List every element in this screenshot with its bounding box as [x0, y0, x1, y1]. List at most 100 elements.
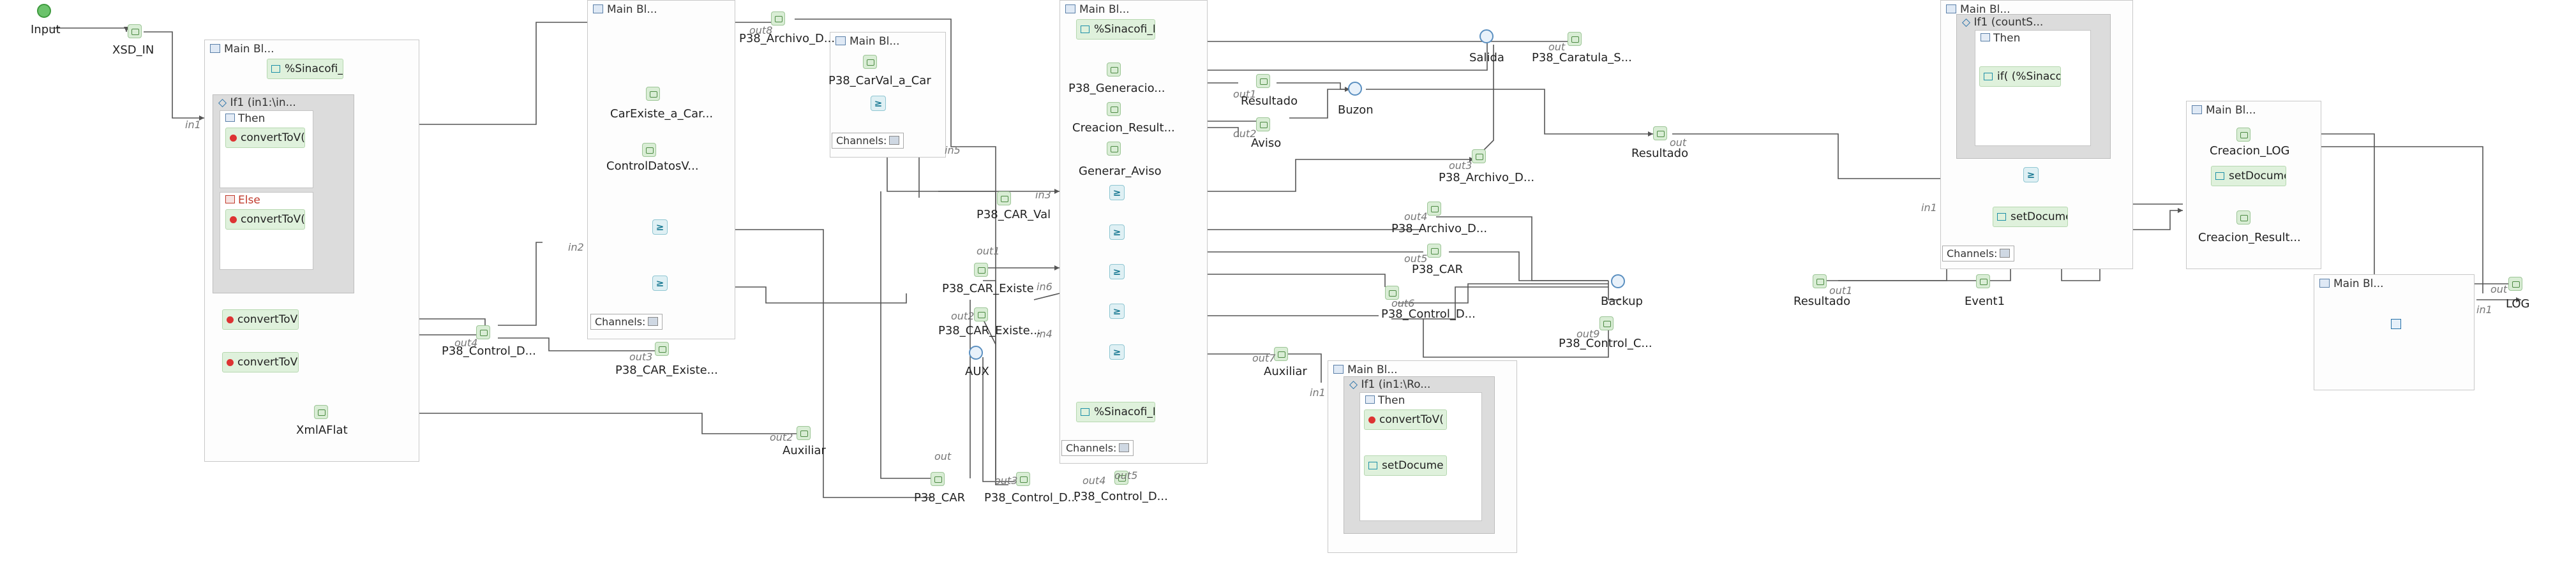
control-datos-v-node[interactable]	[642, 143, 656, 157]
log-label: LOG	[2506, 297, 2530, 311]
terminal-out-b: out	[934, 450, 952, 462]
convert-step-main5[interactable]: convertToV(	[1364, 409, 1447, 430]
convert-step-then-main1[interactable]: convertToV(	[225, 128, 305, 148]
sinacofi-step-main1[interactable]: %Sinacofi_F	[267, 59, 343, 79]
buzon-node[interactable]	[1348, 82, 1362, 96]
car-existe-a-car-node[interactable]	[646, 87, 660, 101]
channels-main4[interactable]: Channels:	[1061, 440, 1134, 456]
p38-control-d-3-label: P38_Control_D...	[1074, 490, 1168, 503]
xsd-in-label: XSD_IN	[112, 43, 154, 57]
p38-control-d-4-node[interactable]	[1385, 286, 1399, 300]
p38-car-1-node[interactable]	[931, 472, 945, 486]
channels-main2[interactable]: Channels:	[590, 314, 663, 330]
main-block-1-title: Main Bl...	[210, 43, 274, 55]
auxiliar-1-node[interactable]	[797, 426, 811, 440]
terminal-out5-b: out5	[1404, 253, 1428, 265]
decision-icon-5[interactable]: ≥	[1109, 225, 1125, 240]
creacion-result-2-node[interactable]	[2236, 210, 2250, 225]
p38-car-val-label: P38_CAR_Val	[977, 208, 1051, 221]
auxiliar-2-node[interactable]	[1274, 347, 1288, 361]
p38-archivo-d-2-node[interactable]	[1472, 149, 1486, 163]
terminal-in1-a: in1	[185, 119, 201, 131]
if-step-main6[interactable]: if( (%Sinaco	[1979, 66, 2061, 87]
xml-icon-main8[interactable]	[2391, 319, 2401, 329]
then-label-main6: Then	[1981, 32, 2020, 45]
p38-archivo-d-1-node[interactable]	[771, 11, 785, 26]
channels-main3[interactable]: Channels:	[832, 133, 904, 149]
xml-a-flat-node[interactable]	[314, 405, 328, 419]
p38-car-val-a-car-node[interactable]	[863, 55, 877, 69]
convert-step-4-main1[interactable]: convertToV(	[222, 352, 299, 372]
p38-control-c-label: P38_Control_C...	[1559, 337, 1652, 350]
p38-control-d-1-node[interactable]	[476, 325, 490, 339]
p38-car-1-label: P38_CAR	[914, 491, 966, 504]
p38-control-c-node[interactable]	[1599, 316, 1614, 330]
then-branch-main6[interactable]: Then if( (%Sinaco	[1975, 30, 2091, 146]
p38-archivo-d-2-label: P38_Archivo_D...	[1439, 171, 1535, 184]
terminal-out3-b: out3	[994, 475, 1018, 487]
p38-caratula-s-label: P38_Caratula_S...	[1532, 51, 1632, 64]
if-block-main5[interactable]: ◇ If1 (in1:\Ro... Then convertToV( setDo…	[1344, 376, 1495, 534]
p38-car-existe-2-label: P38_CAR_Existe	[942, 282, 1034, 295]
p38-caratula-s-node[interactable]	[1568, 32, 1582, 46]
then-branch-main5[interactable]: Then convertToV( setDocume	[1359, 392, 1482, 521]
p38-car-existe-3-node[interactable]	[974, 307, 988, 321]
convert-step-else-main1[interactable]: convertToV(	[225, 209, 305, 230]
else-branch-main1[interactable]: Else convertToV(	[220, 192, 313, 270]
set-docume-step-main5[interactable]: setDocume	[1364, 455, 1447, 476]
main-block-6-title: Main Bl...	[1946, 3, 2011, 16]
if-block-main1[interactable]: ◇ If1 (in1:\in... Then convertToV( Else …	[213, 94, 354, 293]
decision-icon-9[interactable]: ≥	[2023, 167, 2039, 182]
sinacofi-step-bottom-main4[interactable]: %Sinacofi_F	[1076, 402, 1155, 422]
p38-control-d-3-node[interactable]	[1114, 471, 1128, 485]
aviso-node[interactable]	[1256, 117, 1270, 131]
terminal-in1-b: in1	[1310, 387, 1326, 399]
terminal-out2-c: out2	[1233, 128, 1257, 140]
p38-car-val-node[interactable]	[997, 191, 1011, 205]
main-block-4[interactable]: Main Bl...	[1060, 0, 1208, 464]
p38-control-d-4-label: P38_Control_D...	[1381, 307, 1476, 321]
terminal-out6: out6	[1391, 297, 1415, 309]
xsd-in-node[interactable]	[128, 24, 142, 38]
channels-main6[interactable]: Channels:	[1942, 246, 2015, 261]
p38-car-2-node[interactable]	[1427, 244, 1441, 258]
aux-node[interactable]	[969, 346, 983, 360]
input-start-icon[interactable]	[37, 4, 51, 18]
creacion-result-1-node[interactable]	[1107, 102, 1121, 116]
then-label-main5: Then	[1365, 394, 1405, 407]
if-block-main6[interactable]: ◇ If1 (countS... Then if( (%Sinaco	[1956, 14, 2111, 159]
sinacofi-step-top-main4[interactable]: %Sinacofi_F	[1076, 19, 1155, 40]
resultado-1-node[interactable]	[1256, 74, 1270, 88]
p38-control-d-2-node[interactable]	[1016, 472, 1030, 486]
p38-car-val-a-car-label: P38_CarVal_a_Car	[828, 74, 931, 87]
decision-icon-3[interactable]: ≥	[871, 96, 886, 111]
decision-icon-4[interactable]: ≥	[1109, 185, 1125, 200]
p38-generacio-node[interactable]	[1107, 63, 1121, 77]
log-node[interactable]	[2508, 277, 2522, 291]
decision-icon-1[interactable]: ≥	[652, 219, 668, 235]
event1-node[interactable]	[1976, 274, 1990, 288]
resultado-2-node[interactable]	[1653, 126, 1667, 140]
p38-car-existe-2-node[interactable]	[974, 263, 988, 277]
decision-icon-6[interactable]: ≥	[1109, 264, 1125, 279]
main-block-2-title: Main Bl...	[593, 3, 657, 16]
p38-archivo-d-3-node[interactable]	[1427, 202, 1441, 216]
resultado-3-node[interactable]	[1813, 274, 1827, 288]
creacion-log-node[interactable]	[2236, 128, 2250, 142]
p38-car-existe-1-node[interactable]	[655, 342, 669, 356]
terminal-in5: in5	[945, 144, 961, 156]
decision-icon-2[interactable]: ≥	[652, 276, 668, 291]
decision-icon-7[interactable]: ≥	[1109, 304, 1125, 319]
generar-aviso-node[interactable]	[1107, 142, 1121, 156]
set-docume-step-main6[interactable]: setDocume	[1993, 207, 2068, 227]
resultado-2-label: Resultado	[1631, 147, 1689, 160]
salida-node[interactable]	[1479, 29, 1494, 43]
backup-node[interactable]	[1611, 274, 1625, 288]
set-docume-step-main7[interactable]: setDocume	[2211, 166, 2286, 186]
then-branch-main1[interactable]: Then convertToV(	[220, 110, 313, 188]
main-block-8[interactable]: Main Bl...	[2314, 274, 2475, 390]
auxiliar-1-label: Auxiliar	[783, 444, 826, 457]
buzon-label: Buzon	[1338, 103, 1374, 117]
convert-step-3-main1[interactable]: convertToV(	[222, 309, 299, 330]
decision-icon-8[interactable]: ≥	[1109, 344, 1125, 360]
